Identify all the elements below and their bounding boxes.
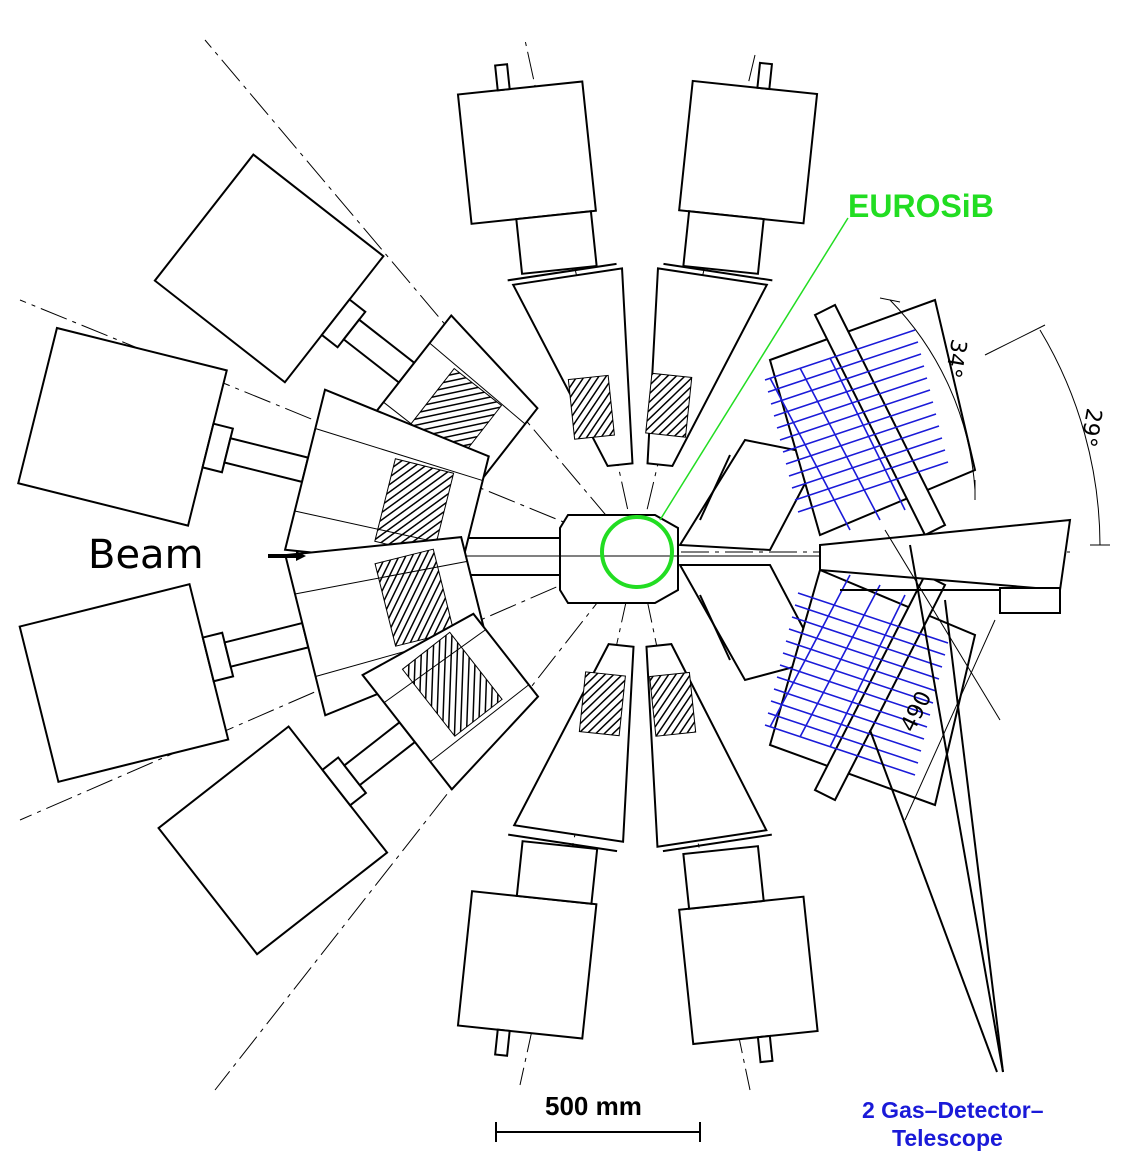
dimension-arcs bbox=[879, 297, 1110, 821]
eurosib-label: EUROSiB bbox=[848, 188, 994, 224]
gas-leader-lines bbox=[869, 544, 1004, 1073]
gas-detector-label-line2: Telescope bbox=[892, 1125, 1003, 1151]
detector-top-left bbox=[456, 63, 634, 467]
scale-bar bbox=[495, 1122, 701, 1142]
gas-detector-telescope bbox=[678, 298, 1072, 807]
detector-cluster-lower-left-inner bbox=[18, 536, 491, 784]
beam-label: Beam bbox=[88, 532, 204, 578]
detector-top-right bbox=[645, 61, 819, 467]
angle-outer-label: 29° bbox=[1075, 406, 1106, 449]
beam-arrow-icon bbox=[268, 551, 306, 561]
eurosib-leader bbox=[659, 217, 849, 521]
detector-bottom-left bbox=[456, 643, 635, 1057]
detector-cluster-upper-left-inner bbox=[17, 326, 490, 569]
gas-telescope-lower bbox=[764, 568, 977, 807]
gas-detector-label-line1: 2 Gas–Detector– bbox=[862, 1097, 1044, 1123]
gas-telescope-upper bbox=[764, 298, 977, 537]
eurosib-ring bbox=[600, 515, 674, 589]
detector-cluster-lower-left-outer bbox=[157, 612, 540, 956]
detector-bottom-right bbox=[645, 643, 819, 1064]
scale-label: 500 mm bbox=[545, 1091, 642, 1121]
